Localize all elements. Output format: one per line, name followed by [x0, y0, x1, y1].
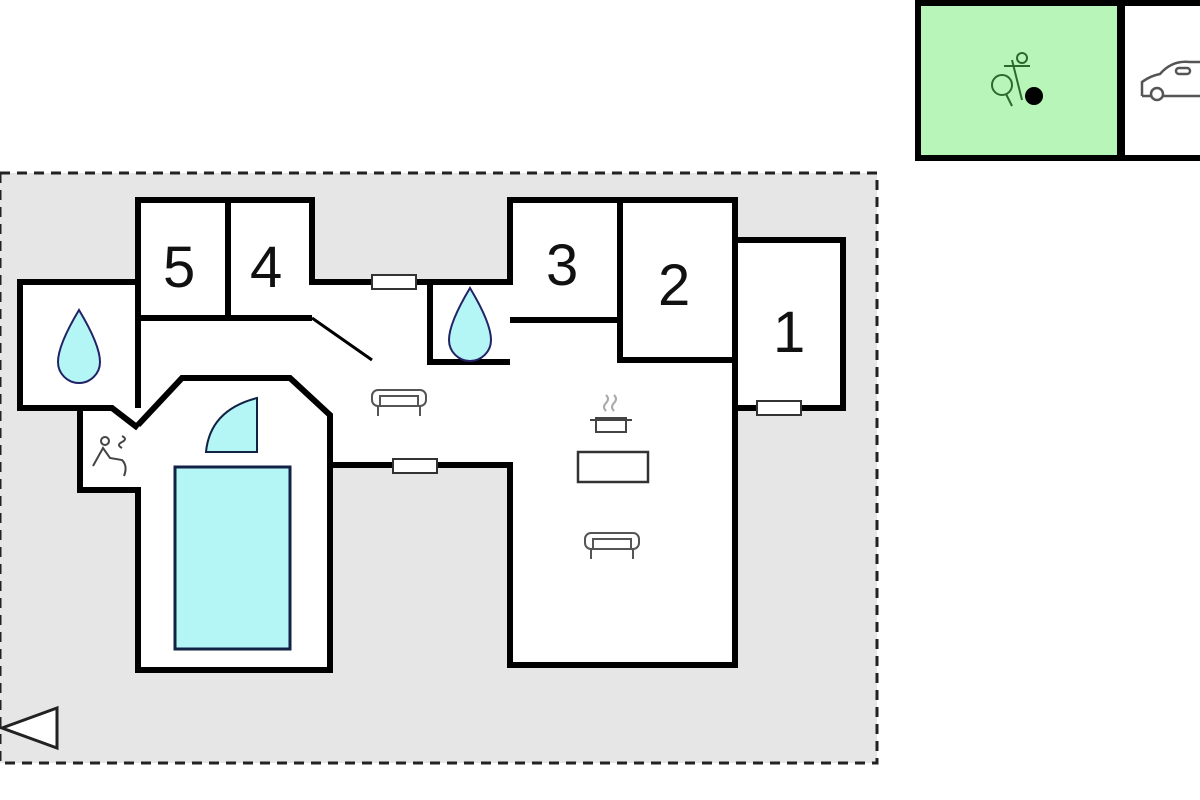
room-number: 2 — [658, 253, 690, 318]
room-number: 3 — [546, 233, 578, 298]
water-drop-icon — [447, 286, 493, 362]
windows — [371, 274, 802, 474]
room-number: 1 — [773, 300, 805, 365]
water-drop-icon — [56, 308, 102, 384]
pool-icon — [173, 465, 292, 651]
entrance-arrow-icon — [0, 705, 59, 751]
window — [756, 400, 802, 416]
car-icon — [1140, 60, 1200, 102]
cooking-pot-icon — [590, 394, 632, 433]
garden-games-area — [915, 0, 1123, 161]
window — [392, 458, 438, 474]
room-number: 4 — [250, 235, 282, 300]
spa-icon — [204, 396, 258, 453]
sauna-icon — [92, 435, 127, 477]
room-number: 5 — [163, 235, 195, 300]
window — [371, 274, 417, 290]
garden-games-icon — [991, 52, 1043, 107]
sofa-icon — [371, 389, 427, 416]
door-swing — [311, 316, 373, 362]
dining-table-icon — [576, 450, 650, 484]
garage — [1119, 0, 1200, 161]
sofa-icon — [584, 532, 640, 559]
interior-walls — [80, 200, 738, 465]
